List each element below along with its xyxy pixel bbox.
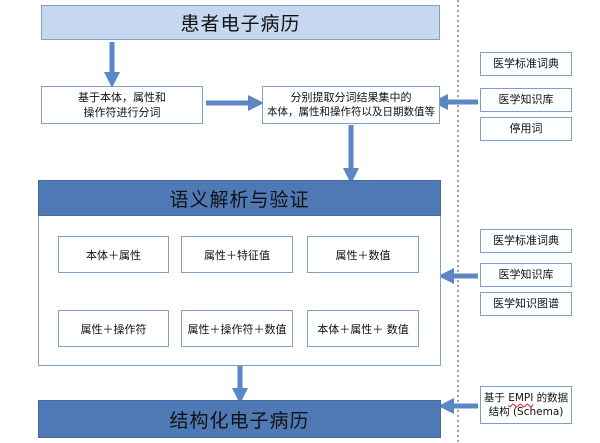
cell-text: 属性＋特征值 xyxy=(204,248,270,262)
side2-knowledge-base: 医学知识库 xyxy=(480,263,572,287)
side2-knowledge-graph: 医学知识图谱 xyxy=(480,292,572,316)
cell-text: 属性＋数值 xyxy=(335,248,391,262)
side3-line2: 结构 (Schema) xyxy=(488,406,564,418)
cell-attribute-operator: 属性＋操作符 xyxy=(58,310,169,347)
cell-attribute-operator-value: 属性＋操作符＋数值 xyxy=(181,310,293,347)
tokenize-step-line1: 基于本体，属性和 xyxy=(78,91,166,104)
extract-step-line1: 分别提取分词结果集中的 xyxy=(290,91,412,104)
side3-line1: 基于 EMPI 的数据 xyxy=(484,391,568,405)
side3-empi-schema: 基于 EMPI 的数据 结构 (Schema) xyxy=(480,386,572,424)
cell-entity-attribute: 本体＋属性 xyxy=(58,236,169,273)
side1-standard-dictionary: 医学标准词典 xyxy=(480,52,572,76)
structured-emr-title: 结构化电子病历 xyxy=(38,400,441,438)
side2-standard-dictionary: 医学标准词典 xyxy=(480,229,572,253)
side3-empi: EMPI xyxy=(508,392,534,404)
cell-entity-attribute-value: 本体＋属性＋ 数值 xyxy=(307,310,419,347)
side-label: 医学知识库 xyxy=(498,93,554,106)
side-label: 医学标准词典 xyxy=(493,234,559,247)
patient-emr-title: 患者电子病历 xyxy=(41,5,440,40)
side-label: 医学知识库 xyxy=(498,268,554,281)
cell-text: 本体＋属性＋ 数值 xyxy=(317,322,409,336)
side1-knowledge-base: 医学知识库 xyxy=(480,88,572,112)
cell-text: 属性＋操作符＋数值 xyxy=(187,322,287,336)
side-label: 停用词 xyxy=(509,122,543,135)
structured-emr-title-text: 结构化电子病历 xyxy=(169,409,310,432)
tokenize-step-line2: 操作符进行分词 xyxy=(83,106,161,119)
side-label: 医学标准词典 xyxy=(493,57,559,70)
cell-text: 属性＋操作符 xyxy=(80,322,147,336)
semantic-section-title: 语义解析与验证 xyxy=(38,180,441,216)
cell-attribute-value: 属性＋数值 xyxy=(307,236,419,273)
tokenize-step-box: 基于本体，属性和 操作符进行分词 xyxy=(41,86,203,124)
side3-prefix: 基于 xyxy=(483,392,509,404)
side3-suffix: 的数据 xyxy=(533,392,569,404)
semantic-section-title-text: 语义解析与验证 xyxy=(169,188,310,211)
extract-step-box: 分别提取分词结果集中的 本体，属性和操作符以及日期数值等 xyxy=(262,86,440,124)
extract-step-line2: 本体，属性和操作符以及日期数值等 xyxy=(267,106,435,118)
side-label: 医学知识图谱 xyxy=(493,297,559,310)
cell-text: 本体＋属性 xyxy=(86,248,141,262)
side1-stopwords: 停用词 xyxy=(480,117,572,141)
cell-attribute-feature: 属性＋特征值 xyxy=(181,236,293,273)
patient-emr-title-text: 患者电子病历 xyxy=(180,13,301,35)
